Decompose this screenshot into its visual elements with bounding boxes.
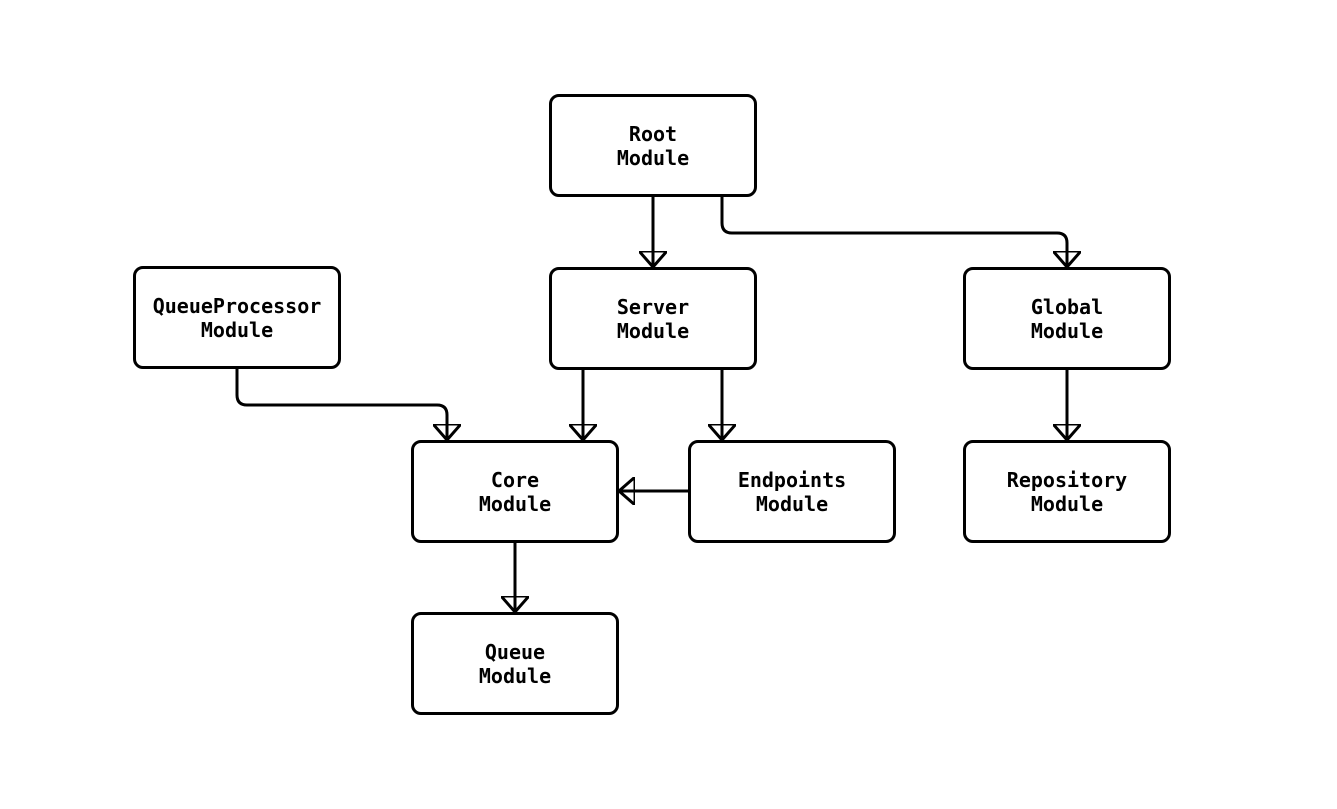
- node-queue-module: Queue Module: [411, 612, 619, 715]
- node-core-module-label: Core Module: [478, 467, 552, 516]
- node-global-module: Global Module: [963, 267, 1171, 370]
- node-queue-module-label: Queue Module: [478, 639, 552, 688]
- node-server-module: Server Module: [549, 267, 757, 370]
- edge-root-to-global: [720, 197, 1067, 267]
- node-repository-module: Repository Module: [963, 440, 1171, 543]
- node-global-module-label: Global Module: [1030, 294, 1104, 343]
- node-queueprocessor-module: QueueProcessor Module: [133, 266, 341, 369]
- node-endpoints-module-label: Endpoints Module: [737, 467, 847, 516]
- node-root-module-label: Root Module: [616, 121, 690, 170]
- node-root-module: Root Module: [549, 94, 757, 197]
- node-endpoints-module: Endpoints Module: [688, 440, 896, 543]
- edge-queueprocessor-to-core: [235, 369, 447, 440]
- node-queueprocessor-module-label: QueueProcessor Module: [152, 293, 322, 342]
- node-repository-module-label: Repository Module: [1006, 467, 1128, 516]
- node-core-module: Core Module: [411, 440, 619, 543]
- node-server-module-label: Server Module: [616, 294, 690, 343]
